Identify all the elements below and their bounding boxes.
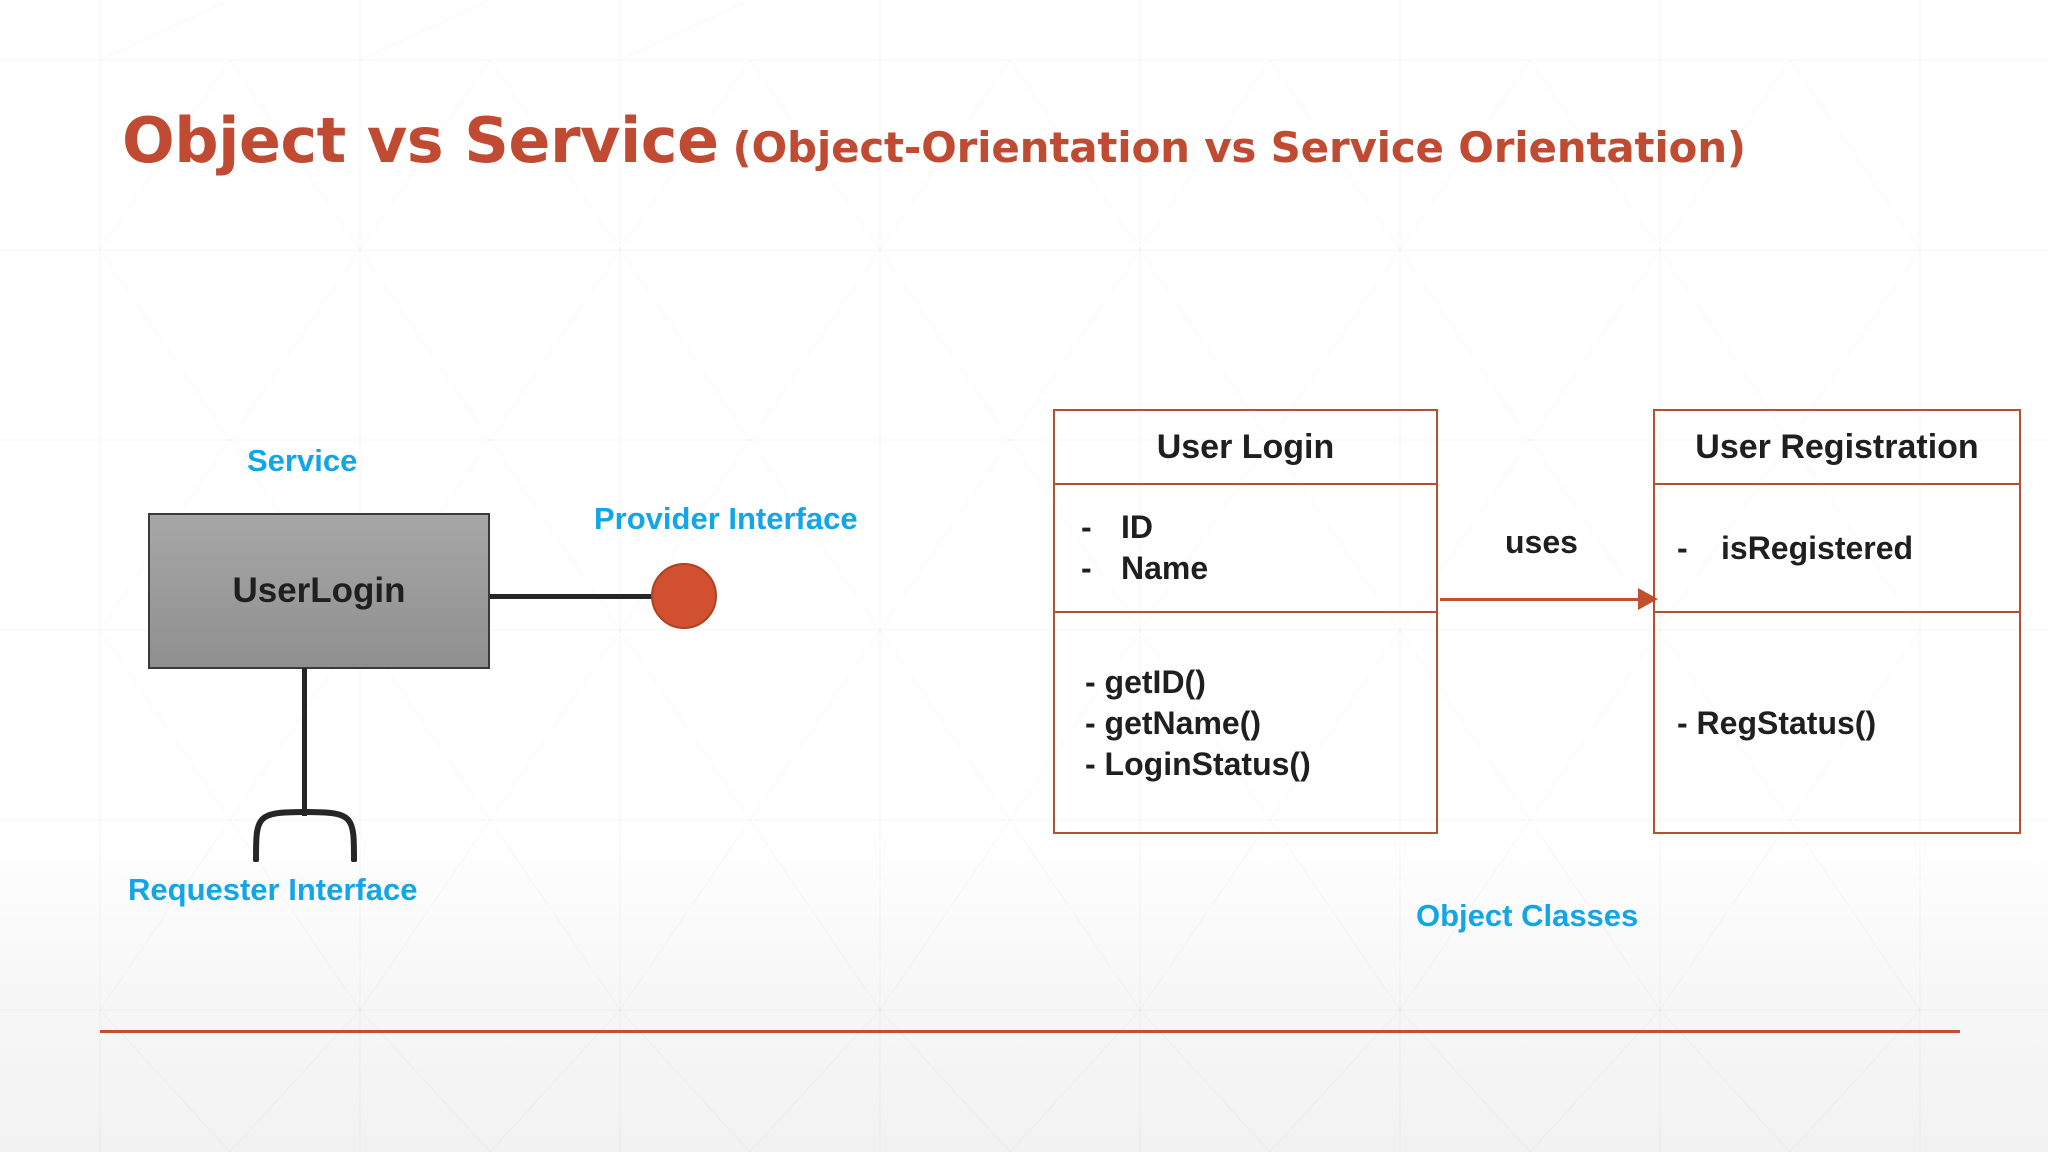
provider-interface-connector [490,594,670,599]
page-title: Object vs Service (Object-Orientation vs … [122,104,1746,177]
visibility-marker: - [1081,509,1092,546]
uses-relationship-line [1440,598,1648,601]
title-main-text: Object vs Service [122,104,719,177]
uml-attribute-row: -Name [1081,548,1436,589]
uml-attribute-compartment: -ID -Name [1055,485,1436,613]
uml-class-user-login: User Login -ID -Name - getID() - getName… [1053,409,1438,834]
uml-class-user-registration: User Registration -isRegistered - RegSta… [1653,409,2021,834]
requester-interface-label: Requester Interface [128,872,418,907]
title-subtitle-text: (Object-Orientation vs Service Orientati… [732,123,1747,172]
uml-attribute-compartment: -isRegistered [1655,485,2019,613]
uses-relationship-label: uses [1505,524,1578,560]
ball-lollipop-icon [651,563,717,629]
uml-operation-row: - getID() [1085,664,1206,701]
uml-operation-row: - LoginStatus() [1085,745,1311,782]
uml-operation-row: - RegStatus() [1677,705,1877,742]
uml-class-name: User Registration [1655,411,2019,485]
footer-divider [100,1030,1960,1033]
visibility-marker: - [1081,550,1092,586]
uml-operation-row: - getName() [1085,705,1262,742]
socket-arc-icon [250,806,360,863]
provider-interface-label: Provider Interface [594,501,858,536]
uml-attribute-row: -ID [1081,507,1436,548]
uml-operation-compartment: - getID() - getName() - LoginStatus() [1055,613,1436,834]
service-component-box: UserLogin [148,513,490,669]
uml-class-name: User Login [1055,411,1436,485]
visibility-marker: - [1677,529,1688,566]
uml-operation-compartment: - RegStatus() [1655,613,2019,834]
requester-interface-connector [302,668,307,816]
object-classes-label: Object Classes [1416,898,1639,933]
uml-attribute-text: ID [1121,509,1153,546]
uml-attribute-text: Name [1121,550,1209,586]
uml-attribute-row: -isRegistered [1677,528,2019,569]
service-component-name: UserLogin [232,571,406,610]
uml-attribute-text: isRegistered [1721,529,1914,566]
service-label: Service [247,443,358,478]
